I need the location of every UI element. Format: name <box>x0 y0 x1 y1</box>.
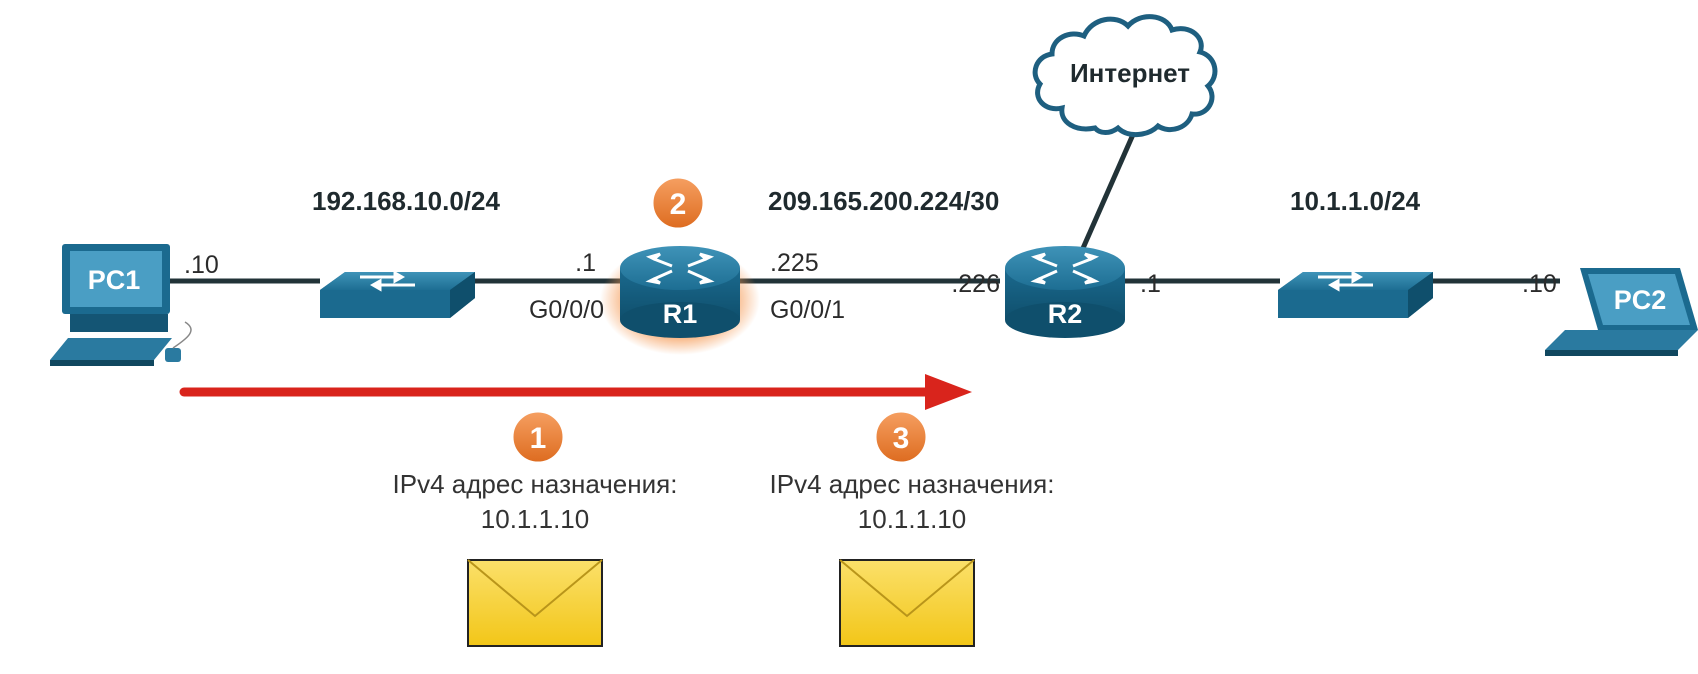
pc-icon: PC1 <box>50 244 192 366</box>
router-icon: R2 <box>1005 246 1125 338</box>
pc1-address: .10 <box>184 251 219 279</box>
r1-interface-left: G0/0/0 <box>529 296 604 324</box>
cloud-icon: Интернет <box>1032 14 1218 137</box>
network-label-lan1: 192.168.10.0/24 <box>312 186 500 216</box>
envelope-icon <box>692 559 975 647</box>
step-number: 3 <box>893 422 910 455</box>
pc1-label: PC1 <box>88 265 141 295</box>
step-number: 1 <box>530 422 547 455</box>
r2-label: R2 <box>1048 299 1083 329</box>
switch-icon <box>1278 270 1433 318</box>
cloud-label: Интернет <box>1070 58 1190 88</box>
link-r2-internet <box>1077 128 1138 257</box>
r1-address-right: .225 <box>770 249 819 277</box>
r1-interface-right: G0/0/1 <box>770 296 845 324</box>
router-icon: R1 <box>620 246 740 338</box>
step-badge-1: 1 <box>510 409 566 465</box>
step-3-caption: IPv4 адрес назначения: <box>770 469 1055 499</box>
links <box>170 128 1560 284</box>
step-number: 2 <box>670 188 687 221</box>
r1-label: R1 <box>663 299 698 329</box>
step-badge-2: 2 <box>650 175 706 231</box>
r1-address-left: .1 <box>575 249 596 277</box>
pc2-address: .10 <box>1522 270 1557 298</box>
step-badge-3: 3 <box>873 409 929 465</box>
step-1-value: 10.1.1.10 <box>481 504 589 534</box>
r2-address-left: .226 <box>951 270 1000 298</box>
envelope-icon <box>320 559 603 647</box>
switch-icon <box>320 270 475 318</box>
r2-address-right: .1 <box>1140 270 1161 298</box>
step-3-value: 10.1.1.10 <box>858 504 966 534</box>
laptop-icon: PC2 <box>1545 268 1698 356</box>
pc2-label: PC2 <box>1614 285 1667 315</box>
network-label-lan2: 10.1.1.0/24 <box>1290 186 1421 216</box>
arrow-icon <box>179 374 972 410</box>
network-label-wan: 209.165.200.224/30 <box>768 186 999 216</box>
step-1-caption: IPv4 адрес назначения: <box>393 469 678 499</box>
